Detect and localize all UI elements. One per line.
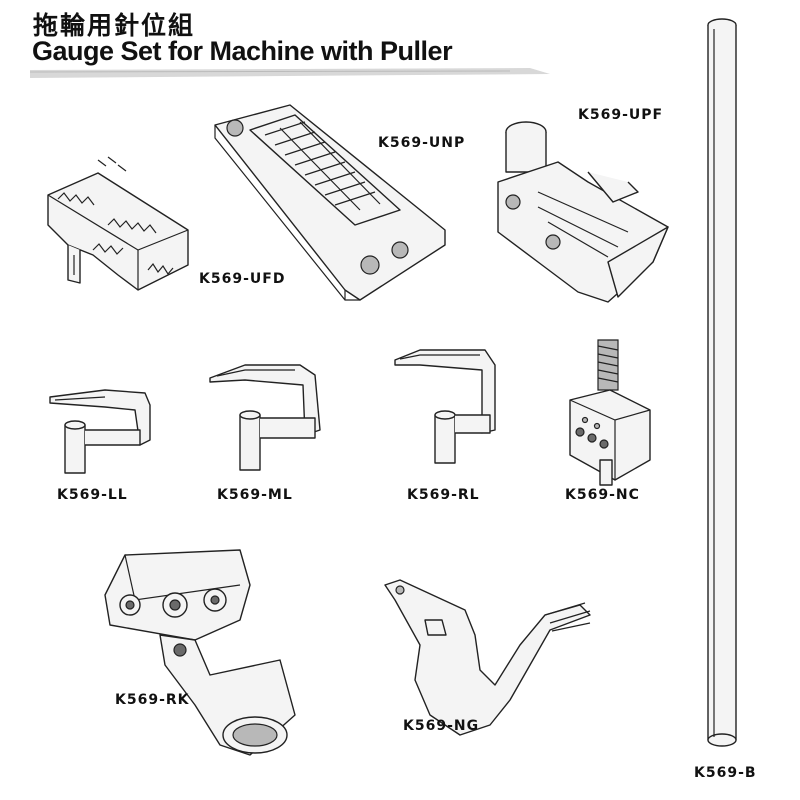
title-chinese: 拖輪用針位組 — [33, 11, 196, 40]
title-english: Gauge Set for Machine with Puller — [32, 36, 453, 66]
label-rk: K569-RK — [115, 692, 190, 708]
label-upf: K569-UPF — [578, 107, 664, 123]
looper-ml-drawing — [209, 364, 321, 471]
bar-drawing — [707, 18, 737, 747]
label-nc: K569-NC — [565, 487, 640, 503]
title-underline — [30, 68, 550, 78]
looper-rl-drawing — [394, 349, 496, 464]
label-ll: K569-LL — [57, 487, 128, 503]
label-ng: K569-NG — [403, 718, 480, 734]
label-b: K569-B — [694, 765, 757, 781]
label-rl: K569-RL — [407, 487, 480, 503]
needle-plate-drawing — [214, 104, 446, 301]
looper-ll-drawing — [49, 389, 151, 474]
label-ufd: K569-UFD — [199, 271, 286, 287]
guard-ng-drawing — [384, 579, 591, 736]
holder-rk-drawing — [104, 549, 296, 756]
feed-dog-drawing — [47, 156, 189, 291]
label-ml: K569-ML — [217, 487, 293, 503]
needle-clamp-drawing — [569, 339, 651, 486]
label-unp: K569-UNP — [378, 135, 466, 151]
presser-foot-drawing — [497, 121, 669, 303]
